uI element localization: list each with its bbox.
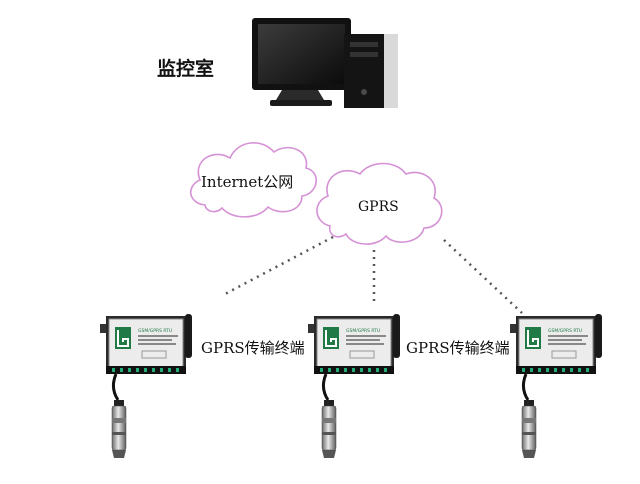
link-line-right: [443, 239, 523, 314]
internet-cloud-label: Internet公网: [201, 173, 294, 191]
water-level-sensor-icon: [320, 372, 338, 460]
terminal-label-2: GPRS传输终端: [406, 339, 510, 357]
monitor-room-label: 监控室: [157, 58, 215, 80]
desktop-computer-icon: [252, 18, 398, 108]
water-level-sensor-icon: [520, 372, 538, 460]
rtu-module-icon: [307, 313, 401, 375]
rtu-module-icon: [509, 313, 603, 375]
gprs-cloud: [316, 162, 443, 245]
link-line-left: [224, 235, 334, 296]
gprs-cloud-label: GPRS: [358, 199, 399, 215]
water-level-sensor-icon: [110, 372, 128, 460]
internet-cloud: [190, 142, 317, 218]
rtu-module-icon: [99, 313, 193, 375]
terminal-label-1: GPRS传输终端: [201, 339, 305, 357]
